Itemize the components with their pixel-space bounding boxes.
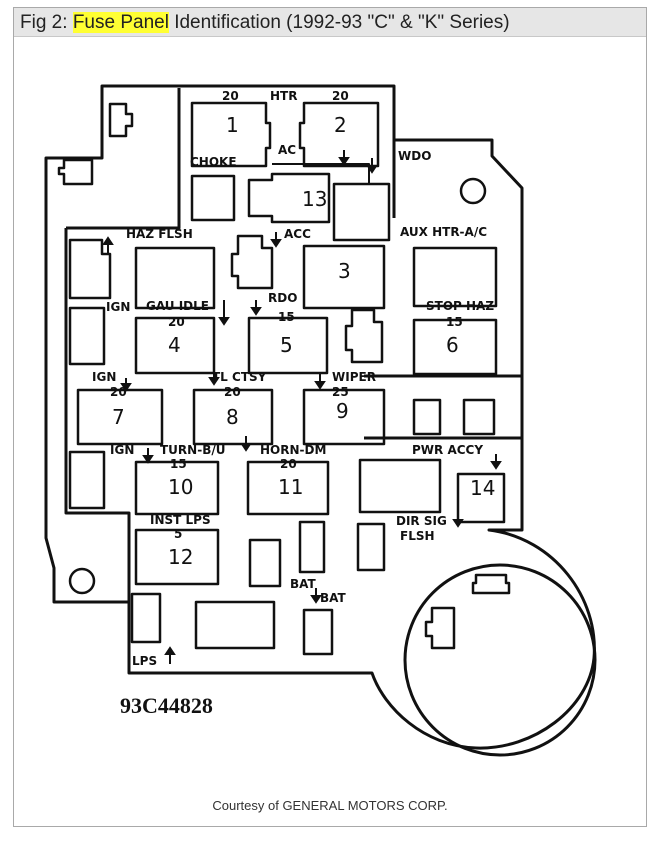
choke-slot xyxy=(190,174,236,222)
fuse-slot-1 xyxy=(190,101,272,168)
small-slot-mid xyxy=(344,308,384,364)
fuse-3-number: 3 xyxy=(338,259,351,283)
figure-frame: Fig 2: Fuse Panel Identification (1992-9… xyxy=(13,7,647,827)
title-prefix: Fig 2: xyxy=(20,12,73,33)
left-slot-2 xyxy=(68,306,106,366)
fuse-slot-7 xyxy=(76,388,164,446)
label-rdo: RDO xyxy=(268,291,297,305)
fuse-10-number: 10 xyxy=(168,475,193,499)
bat-slot xyxy=(302,608,334,656)
lower-slot-a xyxy=(248,538,282,588)
label-dir-sig: DIR SIG xyxy=(396,514,447,528)
label-haz-flsh: HAZ FLSH xyxy=(126,227,193,241)
fuse-slot-9 xyxy=(302,388,386,446)
aux-htr-slot xyxy=(412,246,498,308)
fuse-slot-13 xyxy=(247,172,331,224)
fuse-slot-12 xyxy=(134,528,220,586)
left-slot-1 xyxy=(68,238,112,300)
fuse-slot-8 xyxy=(192,388,274,446)
label-bat-1: BAT xyxy=(290,577,317,591)
label-lps: LPS xyxy=(132,654,157,668)
credit-line: Courtesy of GENERAL MOTORS CORP. xyxy=(212,798,448,813)
fuse-9-amps: 25 xyxy=(332,385,349,399)
relay-socket-a xyxy=(412,398,442,436)
fuse-14-number: 14 xyxy=(470,476,495,500)
label-bat-2: BAT xyxy=(320,591,347,605)
label-wdo: WDO xyxy=(398,149,431,163)
part-number: 93C44828 xyxy=(120,693,213,718)
fuse-6-number: 6 xyxy=(446,333,459,357)
title-rest: Identification (1992-93 "C" & "K" Series… xyxy=(168,12,510,33)
label-stop-haz: STOP HAZ xyxy=(426,299,494,313)
fuse-slot-11 xyxy=(246,460,330,516)
fuse-8-number: 8 xyxy=(226,405,239,429)
haz-flsh-slot xyxy=(134,246,216,310)
bottom-slot xyxy=(194,600,276,650)
label-aux-htr: AUX HTR-A/C xyxy=(400,225,487,239)
label-ign-1: IGN xyxy=(106,300,130,314)
fuse-2-number: 2 xyxy=(334,113,347,137)
left-slot-3 xyxy=(68,450,106,510)
panel-outline xyxy=(44,84,596,750)
fuse-2-amps: 20 xyxy=(332,89,349,103)
fuse-8-amps: 20 xyxy=(224,385,241,399)
fuse-10-amps: 15 xyxy=(170,457,187,471)
round-socket xyxy=(403,563,597,757)
fuse-7-number: 7 xyxy=(112,405,125,429)
label-ign-2: IGN xyxy=(92,370,116,384)
label-inst-lps: INST LPS xyxy=(150,513,211,527)
fuse-6-amps: 15 xyxy=(446,315,463,329)
fuse-1-number: 1 xyxy=(226,113,239,137)
mounting-hole-right xyxy=(459,177,487,205)
fuse-panel-diagram: HTR AC CHOKE WDO HAZ FLSH ACC AUX HTR-A/… xyxy=(44,84,597,757)
fuse-12-number: 12 xyxy=(168,545,193,569)
label-flsh: FLSH xyxy=(400,529,435,543)
label-acc: ACC xyxy=(284,227,311,241)
title-highlight: Fuse Panel xyxy=(72,12,169,33)
fuse-slot-3 xyxy=(302,244,386,310)
fuse-9-number: 9 xyxy=(336,399,349,423)
relay-socket-b xyxy=(462,398,496,436)
fuse-slot-6 xyxy=(412,318,498,376)
fuse-11-number: 11 xyxy=(278,475,303,499)
fuse-4-number: 4 xyxy=(168,333,181,357)
fuse-slot-5 xyxy=(247,316,329,375)
fuse-slot-10 xyxy=(134,460,220,516)
label-htr: HTR xyxy=(270,89,297,103)
lps-slot xyxy=(130,592,162,644)
fuse-slot-14 xyxy=(456,472,506,524)
pwr-accy-slot xyxy=(358,458,442,514)
label-turn-bu: TURN-B/U xyxy=(160,443,225,457)
label-choke: CHOKE xyxy=(190,155,237,169)
fuse-5-amps: 15 xyxy=(278,310,295,324)
label-gau-idle: GAU IDLE xyxy=(146,299,209,313)
mounting-hole-left xyxy=(68,567,96,595)
label-ign-3: IGN xyxy=(110,443,134,457)
label-ac: AC xyxy=(278,143,296,157)
label-wiper: WIPER xyxy=(332,370,376,384)
label-tl-ctsy: TL CTSY xyxy=(212,370,267,384)
fuse-12-amps: 5 xyxy=(174,527,182,541)
fuse-slot-2 xyxy=(298,101,380,168)
fuse-1-amps: 20 xyxy=(222,89,239,103)
fuse-13-number: 13 xyxy=(302,187,327,211)
fuse-4-amps: 20 xyxy=(168,315,185,329)
fuse-5-number: 5 xyxy=(280,333,293,357)
fuse-11-amps: 20 xyxy=(280,457,297,471)
figure-title: Fig 2: Fuse Panel Identification (1992-9… xyxy=(14,8,646,37)
fuse-7-amps: 20 xyxy=(110,385,127,399)
acc-slot xyxy=(230,234,274,290)
label-pwr-accy: PWR ACCY xyxy=(412,443,483,457)
dir-sig-slot xyxy=(356,522,386,572)
label-horn-dm: HORN-DM xyxy=(260,443,326,457)
lower-slot-b xyxy=(298,520,326,574)
